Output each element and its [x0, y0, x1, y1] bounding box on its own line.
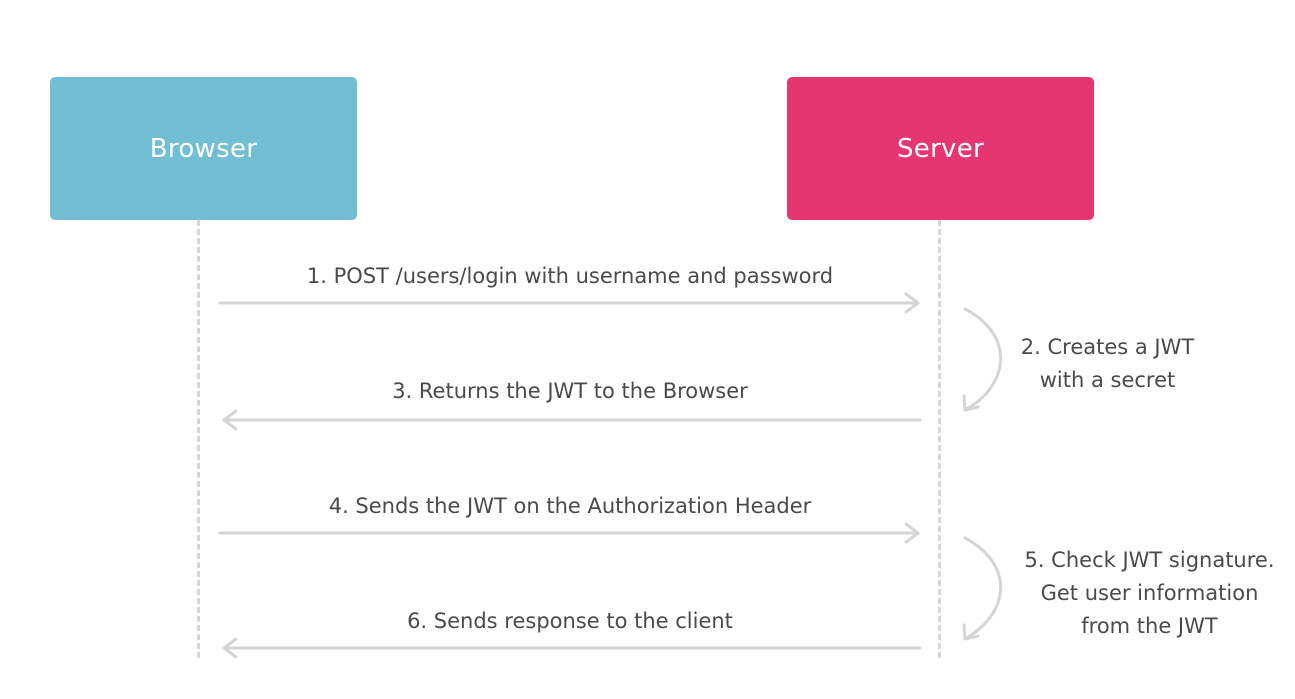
self-step-5-line-2: Get user information [1040, 581, 1259, 605]
self-arrow-2-create-jwt [962, 307, 1003, 412]
arrow-4-send-jwt [218, 522, 920, 544]
browser-lifeline [197, 220, 200, 658]
browser-actor-label: Browser [149, 133, 258, 164]
self-step-5-line-1: 5. Check JWT signature. [1024, 548, 1275, 572]
self-arrow-5-check-signature [962, 536, 1003, 641]
arrow-6-send-response [222, 637, 922, 659]
message-4-label: 4. Sends the JWT on the Authorization He… [328, 494, 812, 518]
self-step-2-line-1: 2. Creates a JWT [1020, 335, 1195, 359]
arrow-3-return-jwt [222, 409, 922, 431]
self-step-5-line-3: from the JWT [1081, 614, 1218, 638]
message-6-label: 6. Sends response to the client [407, 609, 733, 633]
server-lifeline [938, 220, 941, 658]
server-actor-box: Server [787, 77, 1094, 220]
browser-actor-box: Browser [50, 77, 357, 220]
server-actor-label: Server [896, 133, 985, 164]
message-3-label: 3. Returns the JWT to the Browser [392, 379, 748, 403]
self-step-2-note: 2. Creates a JWT with a secret [1000, 331, 1215, 397]
self-step-5-note: 5. Check JWT signature. Get user informa… [1012, 544, 1287, 643]
message-1-label: 1. POST /users/login with username and p… [306, 264, 834, 288]
arrow-1-request-login [218, 292, 920, 314]
self-step-2-line-2: with a secret [1039, 368, 1176, 392]
